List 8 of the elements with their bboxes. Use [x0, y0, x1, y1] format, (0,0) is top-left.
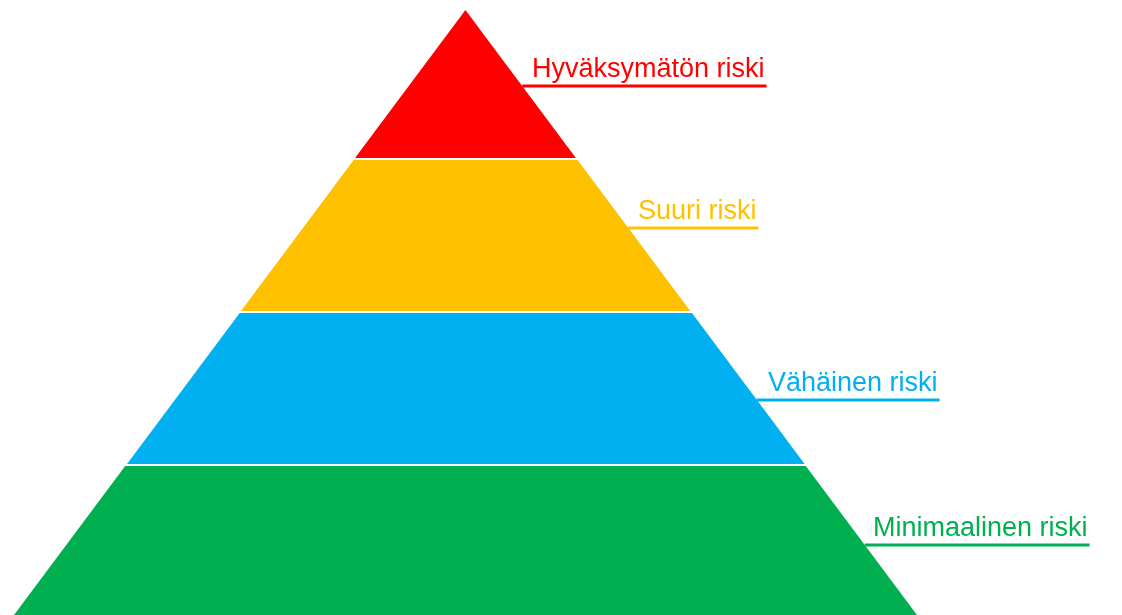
risk-level-label: Hyväksymätön riski [531, 52, 766, 84]
risk-level-label: Vähäinen riski [767, 366, 939, 398]
leader-line [864, 543, 1090, 547]
risk-level-label: Suuri riski [637, 194, 758, 226]
leader-line [522, 84, 767, 88]
risk-level-label: Minimaalinen riski [872, 511, 1089, 543]
leader-line [756, 398, 940, 402]
leader-line [628, 226, 759, 230]
